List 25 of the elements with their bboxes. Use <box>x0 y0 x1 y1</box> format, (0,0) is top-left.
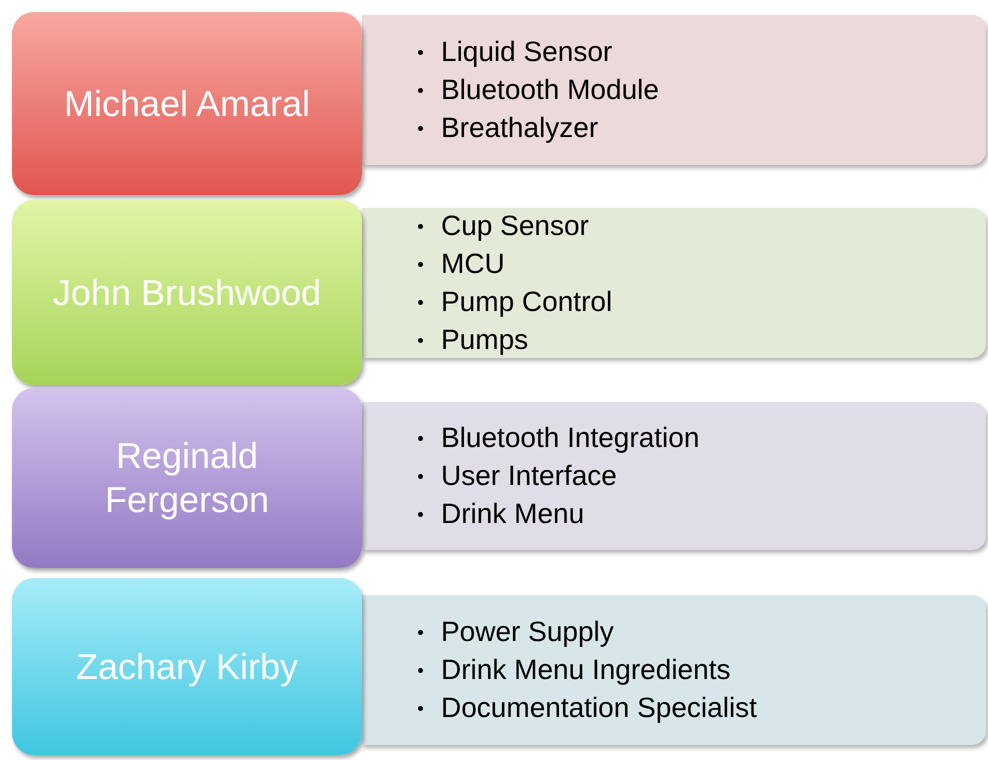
task-item: Bluetooth Module <box>441 73 659 107</box>
task-panel <box>362 208 986 358</box>
task-item: Pump Control <box>441 285 612 319</box>
task-panel <box>362 595 986 745</box>
task-item: Bluetooth Integration <box>441 421 700 455</box>
name-box <box>12 12 362 195</box>
person-name: Zachary Kirby <box>76 644 298 688</box>
task-item: Pumps <box>441 323 528 357</box>
task-item: Power Supply <box>441 615 614 649</box>
task-item: User Interface <box>441 459 617 493</box>
task-item: Drink Menu Ingredients <box>441 653 730 687</box>
task-item: Cup Sensor <box>441 209 589 243</box>
task-panel <box>362 402 986 550</box>
task-item: Drink Menu <box>441 497 584 531</box>
task-item: Documentation Specialist <box>441 691 757 725</box>
task-item: Breathalyzer <box>441 111 598 145</box>
task-item: MCU <box>441 247 505 281</box>
person-name: Reginald Fergerson <box>104 434 270 522</box>
task-panel <box>362 15 986 165</box>
person-name: Michael Amaral <box>64 82 310 126</box>
person-name: John Brushwood <box>52 270 322 314</box>
name-box <box>12 388 362 568</box>
task-item: Liquid Sensor <box>441 35 612 69</box>
name-box <box>12 578 362 755</box>
name-box <box>12 200 362 385</box>
